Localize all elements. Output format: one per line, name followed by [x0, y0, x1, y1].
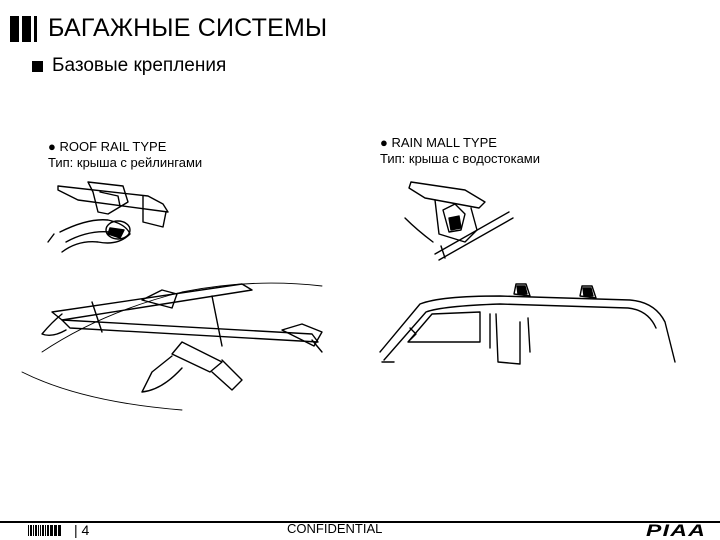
section-subtitle: Базовые крепления [32, 55, 226, 77]
rain-mall-car-illustration [379, 283, 676, 365]
page-separator: | [74, 522, 78, 538]
rain-mall-type-label: ● RAIN MALL TYPE [380, 135, 497, 150]
confidential-label: CONFIDENTIAL [287, 521, 383, 536]
barcode-icon [28, 525, 61, 536]
subtitle-text: Базовые крепления [52, 55, 227, 76]
rain-mall-type-desc: Тип: крыша с водостоками [380, 151, 540, 166]
roof-rail-type-label: ● ROOF RAIL TYPE [48, 139, 167, 154]
roof-rail-caption: ● ROOF RAIL TYPE Тип: крыша с рейлингами [48, 139, 202, 171]
roof-rail-clamp-illustration [47, 181, 169, 253]
roof-rail-car-illustration [21, 282, 323, 411]
roof-rail-type-desc: Тип: крыша с рейлингами [48, 155, 203, 170]
page-number: | 4 [74, 522, 89, 538]
page-number-value: 4 [81, 522, 90, 538]
title-bars-icon [10, 16, 37, 42]
rain-mall-clamp-illustration [404, 181, 514, 261]
rain-mall-caption: ● RAIN MALL TYPE Тип: крыша с водостокам… [380, 135, 540, 167]
bullet-square-icon [32, 60, 43, 72]
footer-divider [0, 521, 720, 523]
page-title: БАГАЖНЫЕ СИСТЕМЫ [48, 14, 328, 42]
piaa-logo: PIAA [646, 521, 707, 540]
